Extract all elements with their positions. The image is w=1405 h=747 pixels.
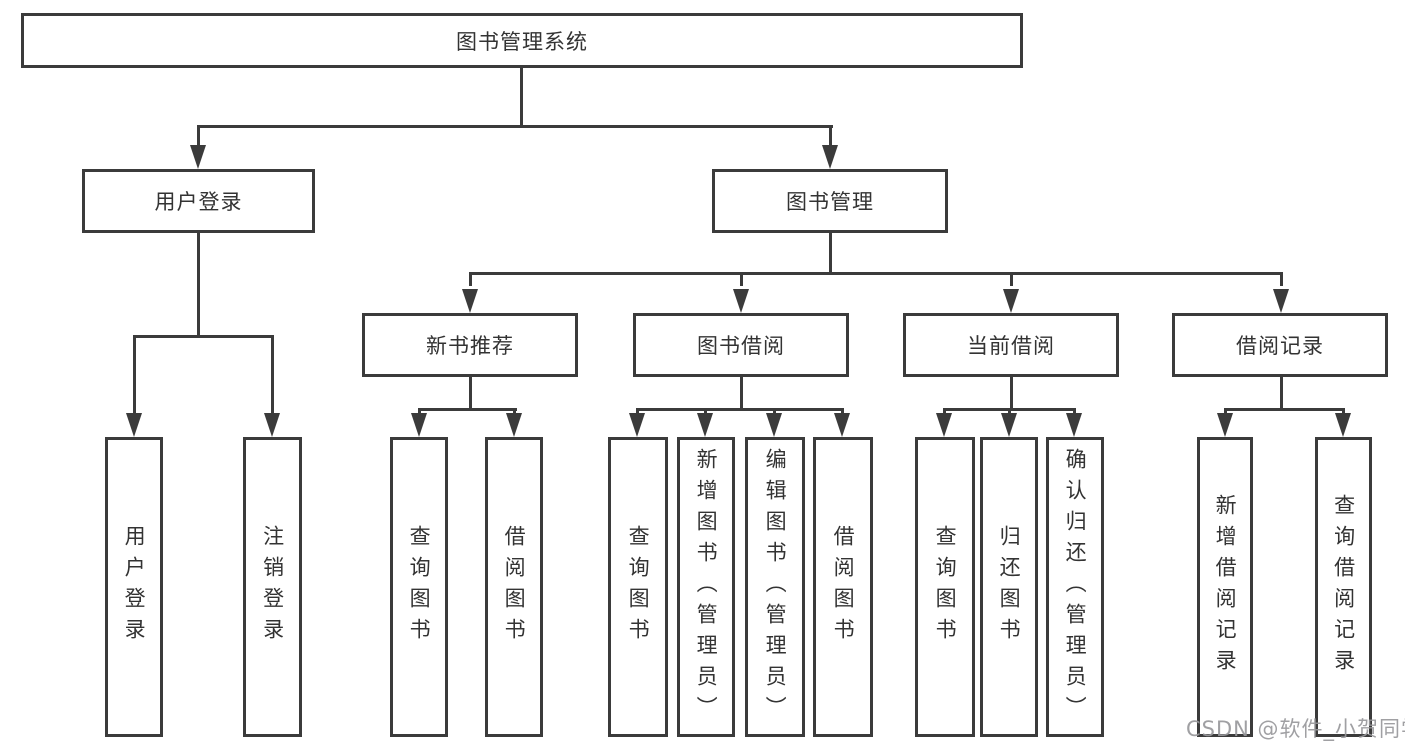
node-borrow-records: 借阅记录 — [1172, 313, 1388, 377]
node-book-borrow: 图书借阅 — [633, 313, 849, 377]
connector-new-books-down — [469, 377, 472, 411]
connector-l3-stem — [1280, 272, 1283, 286]
csdn-watermark: CSDN @软件_小贺同学 — [1186, 717, 1405, 741]
arrow-down-icon — [126, 413, 142, 437]
connector-user-login-split — [133, 335, 274, 338]
node-new-books-label: 新书推荐 — [426, 334, 514, 358]
arrow-down-icon — [506, 413, 522, 437]
leaf-borrow-edit-books-admin-label: 编辑图书（管理员） — [763, 447, 788, 727]
node-user-login-label: 用户登录 — [154, 190, 243, 214]
arrow-down-icon — [1001, 413, 1017, 437]
leaf-logout-label: 注销登录 — [260, 525, 285, 649]
connector-root-stem — [520, 68, 523, 128]
leaf-records-add-borrow-record: 新增借阅记录 — [1197, 437, 1253, 737]
node-user-login: 用户登录 — [82, 169, 315, 233]
arrow-down-icon — [936, 413, 952, 437]
arrow-down-icon — [1066, 413, 1082, 437]
leaf-current-return-books-label: 归还图书 — [997, 525, 1022, 649]
leaf-records-add-borrow-record-label: 新增借阅记录 — [1213, 494, 1238, 680]
connector-leaf-stem — [271, 335, 274, 417]
node-new-books: 新书推荐 — [362, 313, 578, 377]
connector-book-mgmt-split — [469, 272, 1283, 275]
arrow-down-icon — [834, 413, 850, 437]
leaf-borrow-edit-books-admin: 编辑图书（管理员） — [745, 437, 805, 737]
connector-book-borrow-split — [636, 408, 844, 411]
connector-l3-stem — [1010, 272, 1013, 286]
leaf-borrow-borrow-books: 借阅图书 — [813, 437, 873, 737]
arrow-down-icon — [733, 289, 749, 313]
leaf-newbooks-query-books-label: 查询图书 — [407, 525, 432, 649]
connector-book-mgmt-stem — [829, 125, 832, 151]
leaf-borrow-add-books-admin-label: 新增图书（管理员） — [694, 447, 719, 727]
leaf-newbooks-borrow-books-label: 借阅图书 — [502, 525, 527, 649]
node-root: 图书管理系统 — [21, 13, 1023, 68]
leaf-current-confirm-return-admin-label: 确认归还（管理员） — [1063, 447, 1088, 727]
connector-user-login-down — [197, 233, 200, 338]
connector-l3-stem — [740, 272, 743, 286]
leaf-logout: 注销登录 — [243, 437, 302, 737]
leaf-borrow-borrow-books-label: 借阅图书 — [831, 525, 856, 649]
leaf-user-login-label: 用户登录 — [122, 525, 147, 649]
arrow-down-icon — [766, 413, 782, 437]
arrow-down-icon — [629, 413, 645, 437]
node-borrow-records-label: 借阅记录 — [1236, 334, 1324, 358]
leaf-current-confirm-return-admin: 确认归还（管理员） — [1046, 437, 1104, 737]
connector-current-borrow-down — [1010, 377, 1013, 411]
leaf-current-return-books: 归还图书 — [980, 437, 1038, 737]
leaf-current-query-books: 查询图书 — [915, 437, 975, 737]
leaf-newbooks-query-books: 查询图书 — [390, 437, 448, 737]
arrow-down-icon — [411, 413, 427, 437]
arrow-down-icon — [822, 145, 838, 169]
leaf-current-query-books-label: 查询图书 — [933, 525, 958, 649]
leaf-user-login: 用户登录 — [105, 437, 163, 737]
node-book-mgmt: 图书管理 — [712, 169, 948, 233]
node-current-borrow: 当前借阅 — [903, 313, 1119, 377]
connector-leaf-stem — [133, 335, 136, 417]
leaf-borrow-add-books-admin: 新增图书（管理员） — [677, 437, 735, 737]
connector-borrow-records-down — [1280, 377, 1283, 411]
leaf-borrow-query-books-label: 查询图书 — [626, 525, 651, 649]
arrow-down-icon — [462, 289, 478, 313]
arrow-down-icon — [1217, 413, 1233, 437]
leaf-borrow-query-books: 查询图书 — [608, 437, 668, 737]
arrow-down-icon — [190, 145, 206, 169]
connector-user-login-stem — [197, 125, 200, 151]
arrow-down-icon — [264, 413, 280, 437]
connector-borrow-records-split — [1224, 408, 1345, 411]
node-current-borrow-label: 当前借阅 — [967, 334, 1055, 358]
arrow-down-icon — [1003, 289, 1019, 313]
arrow-down-icon — [697, 413, 713, 437]
connector-book-borrow-down — [740, 377, 743, 411]
node-book-mgmt-label: 图书管理 — [786, 190, 874, 214]
node-root-label: 图书管理系统 — [456, 29, 588, 54]
connector-new-books-split — [418, 408, 517, 411]
arrow-down-icon — [1335, 413, 1351, 437]
arrow-down-icon — [1273, 289, 1289, 313]
leaf-newbooks-borrow-books: 借阅图书 — [485, 437, 543, 737]
connector-book-mgmt-down — [829, 233, 832, 275]
leaf-records-query-borrow-record-label: 查询借阅记录 — [1331, 494, 1356, 680]
connector-root-split — [197, 125, 833, 128]
leaf-records-query-borrow-record: 查询借阅记录 — [1315, 437, 1372, 737]
node-book-borrow-label: 图书借阅 — [697, 334, 785, 358]
connector-l3-stem — [469, 272, 472, 286]
